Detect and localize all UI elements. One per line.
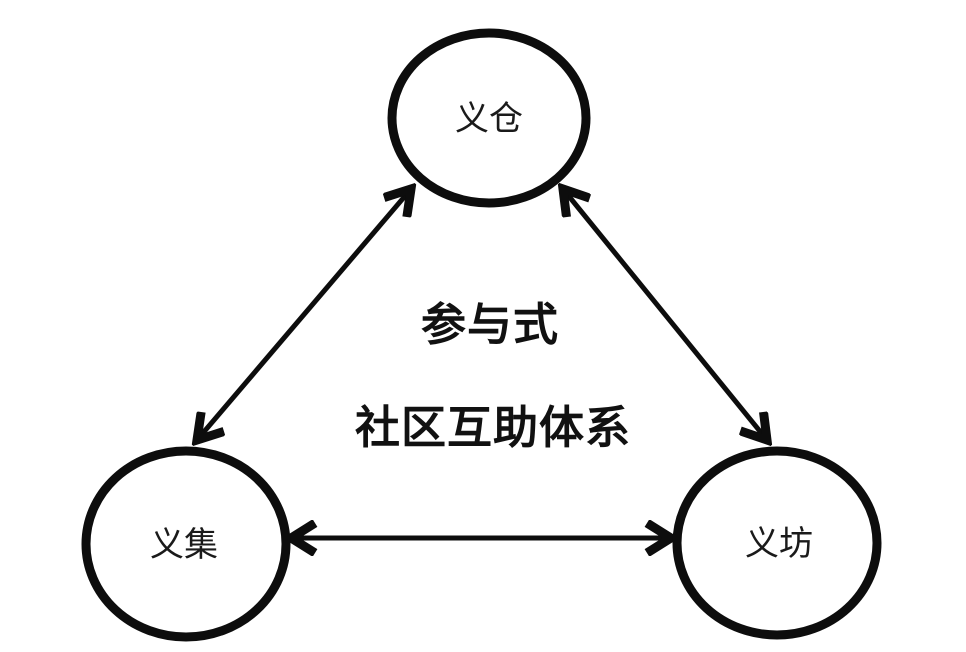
node-bottom-right-label: 义坊 [745, 525, 813, 563]
node-bottom-left-circle [81, 446, 291, 642]
edge-market-to-granary-arrow [197, 189, 411, 440]
center-title-line1: 参与式 [421, 300, 559, 350]
node-bottom-right-circle [672, 446, 882, 640]
center-title-line2: 社区互助体系 [355, 403, 631, 453]
node-top-label: 义仓 [455, 100, 523, 138]
node-bottom-left-label: 义集 [150, 526, 218, 564]
node-top-circle [387, 28, 591, 208]
edge-granary-to-workshop-arrow [563, 189, 767, 440]
